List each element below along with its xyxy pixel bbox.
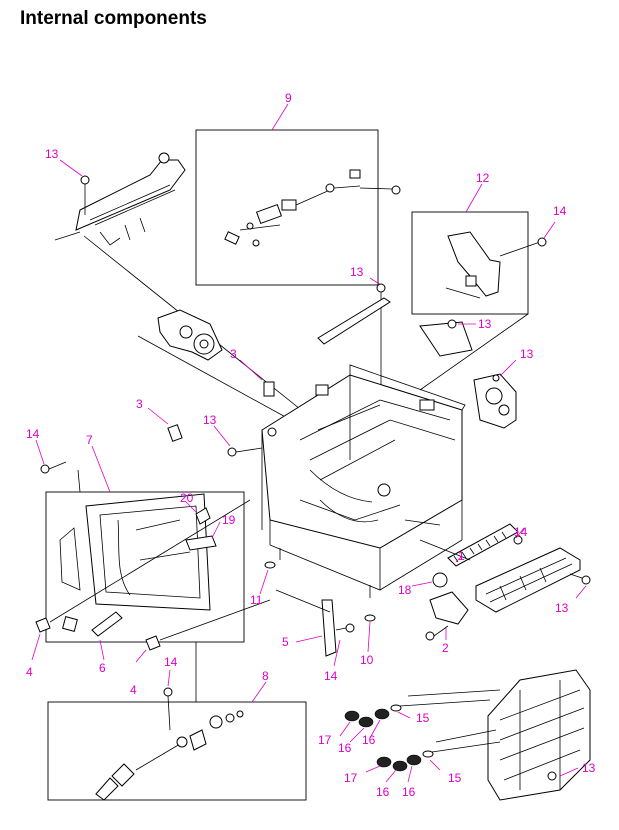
callout-5: 5 (282, 635, 289, 649)
base-parts (259, 561, 469, 667)
callout-17-top: 17 (318, 733, 332, 747)
callout-13-upper-rail: 13 (350, 265, 364, 279)
assembly-9-box (195, 103, 401, 286)
callout-13-bracket: 13 (478, 317, 492, 331)
callout-18: 18 (398, 583, 412, 597)
callout-6: 6 (99, 661, 106, 675)
callout-13-chassis: 13 (203, 413, 217, 427)
upper-rail-parts (317, 277, 476, 420)
callout-8: 8 (262, 669, 269, 683)
callout-14-top-right: 14 (553, 204, 567, 218)
callout-7: 7 (86, 433, 93, 447)
callout-13-feed: 13 (555, 601, 569, 615)
callout-13-gear-plate: 13 (520, 347, 534, 361)
right-gear-plate (473, 359, 517, 429)
callout-14-base: 14 (324, 669, 338, 683)
callout-9: 9 (285, 91, 292, 105)
callout-20: 20 (180, 491, 194, 505)
callout-labels: 9 12 13 14 13 13 13 3 3 13 14 7 20 19 14… (26, 91, 596, 799)
callout-4-lower: 4 (130, 683, 137, 697)
callout-16-top-a: 16 (338, 741, 352, 755)
callout-11: 11 (250, 593, 263, 607)
parts-4-6 (31, 499, 271, 663)
callout-12: 12 (476, 171, 490, 185)
callout-16-top-b: 16 (362, 733, 376, 747)
callout-13-bottom-right: 13 (582, 761, 596, 775)
callout-2: 2 (442, 641, 449, 655)
callout-13-top-left: 13 (45, 147, 59, 161)
upper-left-assembly (54, 152, 321, 426)
callout-16-bottom-a: 16 (376, 785, 390, 799)
callout-15-top: 15 (416, 711, 430, 725)
screw-14-left (35, 439, 67, 474)
assembly-12-box (411, 183, 556, 391)
callout-14-feed: 14 (514, 525, 528, 539)
roller-assembly (339, 669, 591, 801)
main-chassis (261, 364, 466, 598)
roller-row-top (339, 689, 501, 743)
callout-19: 19 (222, 513, 236, 527)
callout-10: 10 (360, 653, 374, 667)
page-title: Internal components (20, 8, 207, 29)
paper-feed-assembly (419, 523, 591, 613)
callout-1: 1 (458, 549, 465, 563)
screw-13-left (213, 425, 263, 457)
callout-14-box8: 14 (164, 655, 178, 669)
callout-14-left: 14 (26, 427, 40, 441)
assembly-8-box (47, 642, 307, 801)
callout-15-bottom: 15 (448, 771, 462, 785)
roller-row-bottom (365, 729, 501, 783)
callout-16-bottom-b: 16 (402, 785, 416, 799)
callout-4-left: 4 (26, 665, 33, 679)
callout-3-upper: 3 (230, 347, 237, 361)
callout-17-bottom: 17 (344, 771, 358, 785)
assembly-7-box (45, 445, 245, 643)
callout-3-lower: 3 (136, 397, 143, 411)
gear-cluster (137, 309, 301, 426)
clip-parts-3 (147, 359, 275, 442)
